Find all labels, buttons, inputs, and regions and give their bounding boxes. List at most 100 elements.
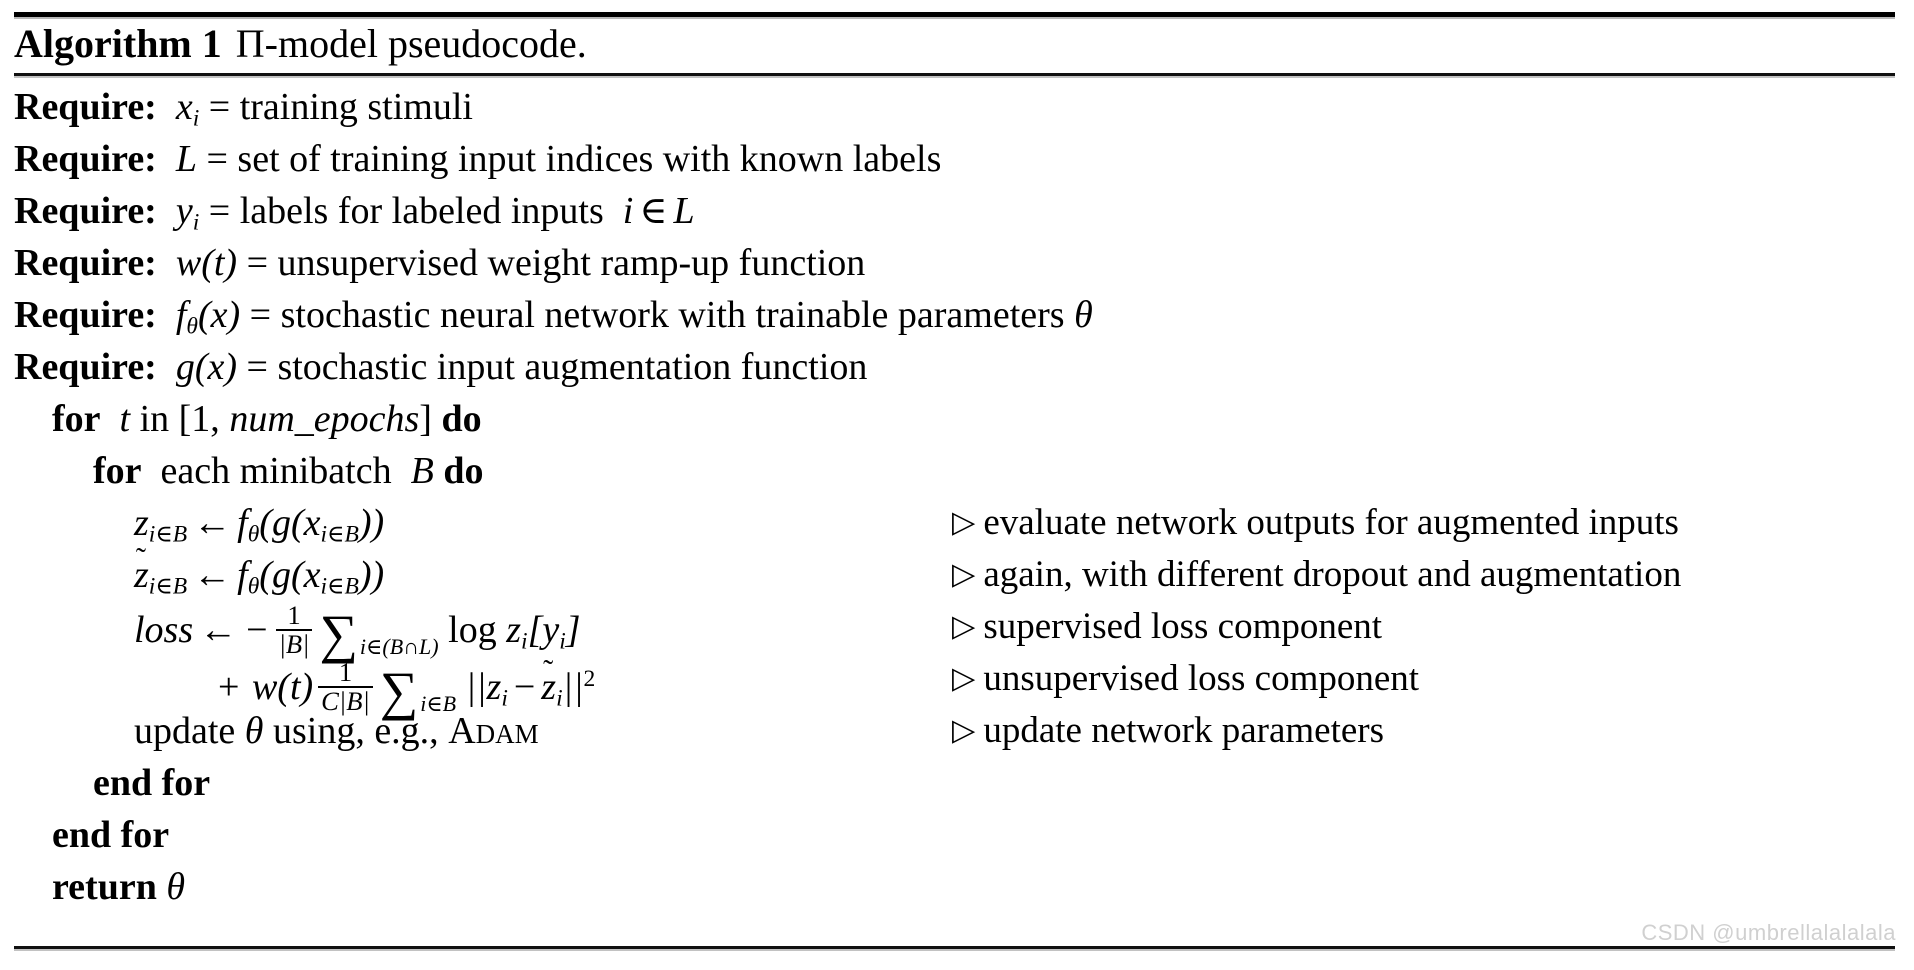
- for-minibatch-code: for each minibatch B do: [93, 446, 483, 496]
- do-keyword: do: [441, 398, 482, 440]
- require-line-2-code: Require: L = set of training input indic…: [14, 134, 941, 184]
- eval-ztilde-line: ˜zi∈B←fθ(g(xi∈B)) ▷again, with different…: [0, 542, 1914, 602]
- algorithm-caption-rule: [14, 73, 1895, 78]
- fraction-one-over-absB: 1|B|: [275, 601, 313, 658]
- eval-z-comment-text: evaluate network outputs for augmented i…: [983, 502, 1679, 543]
- for-minibatch-line: for each minibatch B do: [0, 446, 1914, 498]
- loss-supervised-line: loss←−1|B|∑i∈(B∩L) log zi[yi] ▷supervise…: [0, 601, 1914, 660]
- update-theta-comment: ▷update network parameters: [952, 706, 1384, 757]
- require-line-1-text: = training stimuli: [208, 86, 473, 128]
- loss-unsupervised-comment-text: unsupervised loss component: [983, 658, 1420, 699]
- symbol-x-i: xi: [166, 86, 200, 132]
- log-operator: log: [448, 608, 497, 651]
- require-line-4: Require: w(t) = unsupervised weight ramp…: [0, 238, 1914, 290]
- symbol-y-i: yi: [166, 190, 200, 236]
- symbol-f-theta-x: fθ(x): [166, 294, 241, 340]
- triangle-bullet-icon: ▷: [952, 557, 976, 591]
- require-line-1: Require: xi = training stimuli: [0, 82, 1914, 134]
- require-line-6-code: Require: g(x) = stochastic input augment…: [14, 342, 867, 392]
- require-line-1-code: Require: xi = training stimuli: [14, 82, 473, 144]
- require-keyword: Require:: [14, 242, 157, 284]
- triangle-bullet-icon: ▷: [952, 609, 976, 643]
- triangle-bullet-icon: ▷: [952, 713, 976, 747]
- symbol-t: t: [110, 398, 140, 440]
- require-line-5-text: = stochastic neural network with trainab…: [249, 294, 1065, 336]
- loss-unsupervised-comment: ▷unsupervised loss component: [952, 654, 1419, 705]
- require-keyword: Require:: [14, 138, 157, 180]
- eval-ztilde-comment-text: again, with different dropout and augmen…: [983, 554, 1682, 595]
- end-for-outer-line: end for: [0, 810, 1914, 862]
- in-keyword: in: [139, 398, 170, 440]
- symbol-L: L: [166, 138, 197, 180]
- loss-supervised-comment: ▷supervised loss component: [952, 602, 1382, 653]
- adam-optimizer-label: Adam: [448, 710, 539, 752]
- symbol-w-t: w(t): [166, 242, 238, 284]
- require-line-6-text: = stochastic input augmentation function: [246, 346, 868, 388]
- require-keyword: Require:: [14, 86, 157, 128]
- return-line: return θ: [0, 862, 1914, 914]
- update-theta-code: update θ using, e.g., Adam: [134, 706, 539, 756]
- require-keyword: Require:: [14, 294, 157, 336]
- return-code: return θ: [52, 862, 185, 912]
- end-for-inner-code: end for: [93, 762, 211, 804]
- require-line-3-text: = labels for labeled inputs: [208, 190, 604, 232]
- symbol-z-tilde: ˜z: [541, 654, 557, 708]
- update-theta-line: update θ using, e.g., Adam ▷update netwo…: [0, 706, 1914, 758]
- algorithm-title: Π-model pseudocode.: [235, 21, 587, 66]
- require-keyword: Require:: [14, 190, 157, 232]
- end-for-inner-line: end for: [0, 758, 1914, 810]
- for-epochs-line: for t in [1, num_epochs] do: [0, 394, 1914, 446]
- algorithm-body: Require: xi = training stimuli Require: …: [0, 82, 1914, 914]
- symbol-i-in-L: i∈L: [613, 190, 695, 232]
- for-epochs-code: for t in [1, num_epochs] do: [52, 394, 482, 444]
- summation-icon: ∑: [319, 603, 358, 664]
- symbol-theta: θ: [244, 710, 264, 752]
- for-keyword: for: [93, 450, 142, 492]
- epoch-range: [1,: [169, 398, 230, 440]
- loss-supervised-code: loss←−1|B|∑i∈(B∩L) log zi[yi]: [134, 600, 581, 664]
- symbol-B: B: [401, 450, 444, 492]
- eval-ztilde-comment: ▷again, with different dropout and augme…: [952, 550, 1681, 601]
- symbol-theta: θ: [1074, 294, 1093, 336]
- require-keyword: Require:: [14, 346, 157, 388]
- require-line-3: Require: yi = labels for labeled inputs …: [0, 186, 1914, 238]
- for-keyword: for: [52, 398, 101, 440]
- loss-supervised-comment-text: supervised loss component: [983, 606, 1383, 647]
- update-theta-comment-text: update network parameters: [983, 710, 1384, 751]
- eval-z-line: zi∈B←fθ(g(xi∈B)) ▷evaluate network outpu…: [0, 498, 1914, 550]
- epoch-range-close: ]: [419, 398, 442, 440]
- algorithm-caption: Algorithm 1 Π-model pseudocode.: [14, 18, 587, 70]
- each-minibatch-text: [151, 450, 161, 492]
- symbol-z-tilde: ˜z: [134, 542, 149, 596]
- update-keyword: update: [134, 710, 236, 752]
- eval-z-comment: ▷evaluate network outputs for augmented …: [952, 498, 1679, 549]
- num-epochs-var: num_epochs: [229, 398, 420, 440]
- watermark: CSDN @umbrellalalalala: [1641, 920, 1896, 945]
- require-line-4-code: Require: w(t) = unsupervised weight ramp…: [14, 238, 865, 288]
- return-keyword: return: [52, 866, 157, 908]
- end-for-outer-code: end for: [52, 814, 170, 856]
- triangle-bullet-icon: ▷: [952, 661, 976, 695]
- eval-ztilde-code: ˜zi∈B←fθ(g(xi∈B)): [134, 542, 385, 600]
- symbol-theta: θ: [166, 866, 186, 908]
- require-line-5: Require: fθ(x) = stochastic neural netwo…: [0, 290, 1914, 342]
- require-line-6: Require: g(x) = stochastic input augment…: [0, 342, 1914, 394]
- each-minibatch-label: each minibatch: [160, 450, 392, 492]
- require-line-3-code: Require: yi = labels for labeled inputs …: [14, 186, 695, 248]
- eval-z-code: zi∈B←fθ(g(xi∈B)): [134, 502, 385, 548]
- do-keyword: do: [443, 450, 484, 492]
- require-line-4-text: = unsupervised weight ramp-up function: [246, 242, 866, 284]
- symbol-g-x: g(x): [166, 346, 238, 388]
- algorithm-number-label: Algorithm 1: [14, 21, 222, 66]
- summation-icon: ∑: [379, 660, 419, 721]
- require-line-2-text: = set of training input indices with kno…: [206, 138, 942, 180]
- algorithm-bottom-rule: [14, 946, 1895, 951]
- algorithm-top-rule: [14, 12, 1895, 19]
- triangle-bullet-icon: ▷: [952, 505, 976, 539]
- require-line-5-code: Require: fθ(x) = stochastic neural netwo…: [14, 290, 1093, 352]
- require-line-2: Require: L = set of training input indic…: [0, 134, 1914, 186]
